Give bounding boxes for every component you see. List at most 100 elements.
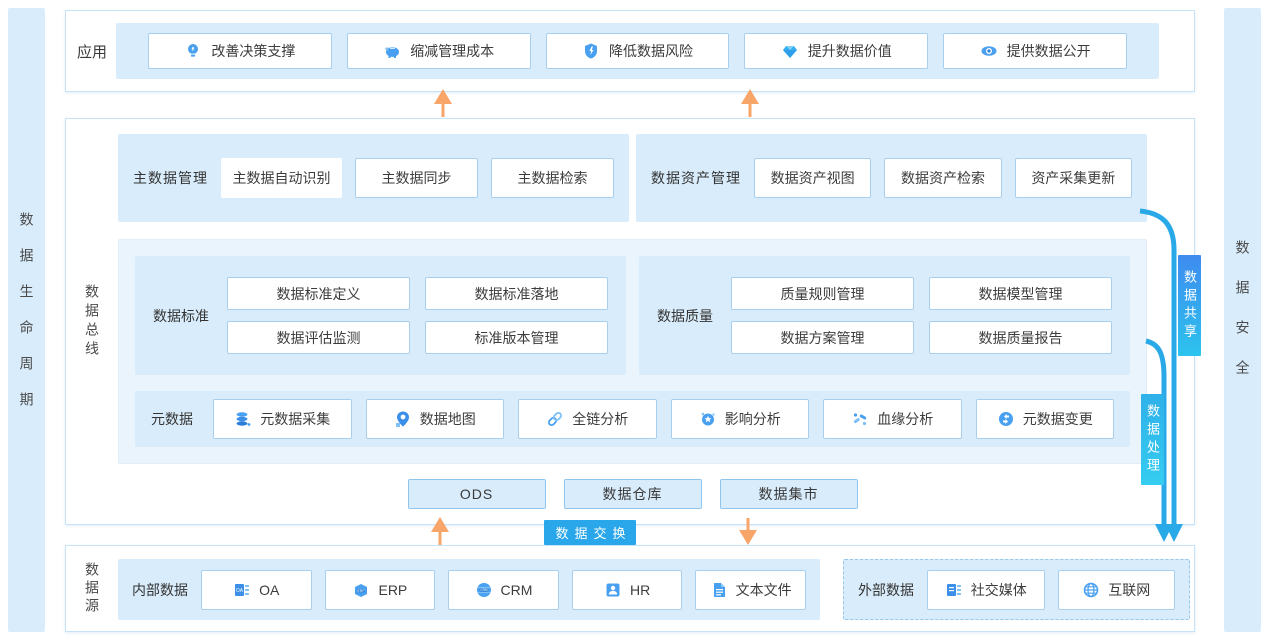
hr-node: HR: [571, 569, 683, 610]
data-quality-panel: 数据质量 质量规则管理 数据模型管理 数据方案管理 数据质量报告: [639, 256, 1130, 375]
standard-landing-node: 数据标准落地: [425, 277, 608, 310]
metadata-change-icon: [998, 412, 1013, 426]
lineage-icon: [854, 413, 867, 426]
impact-analysis-node: 影响分析: [670, 399, 809, 439]
master-search-node: 主数据检索: [491, 158, 614, 198]
text-file-node: 文本文件: [695, 569, 806, 610]
erp-icon: ERP: [355, 583, 368, 597]
metadata-change-node: 元数据变更: [975, 399, 1114, 439]
social-media-icon: [946, 583, 961, 596]
data-mart-node: 数据集市: [719, 479, 858, 509]
data-source-section: 数据源 内部数据 OA OA ERP ERP CRM CRM HR 文本文件: [65, 545, 1195, 632]
application-section: 应用 改善决策支撑 缩减管理成本 降低数据风险 提升数据价值 提供数据公开: [65, 10, 1195, 92]
reduce-cost-node: 缩减管理成本: [346, 33, 531, 69]
impact-icon: [701, 412, 715, 426]
data-lifecycle-bar: 数据生命周期: [8, 8, 45, 632]
eye-icon: [981, 46, 997, 56]
hr-label: HR: [629, 581, 651, 598]
raise-value-label: 提升数据价值: [807, 43, 892, 59]
crm-icon: CRM: [476, 582, 491, 597]
lineage-analysis-label: 血缘分析: [877, 411, 934, 427]
bus-row-2: 数据标准 数据标准定义 数据标准落地 数据评估监测 标准版本管理 数据质量 质量…: [118, 239, 1147, 464]
quality-rules-node: 质量规则管理: [731, 277, 914, 310]
master-auto-id-node: 主数据自动识别: [221, 158, 342, 198]
metadata-change-label: 元数据变更: [1022, 411, 1093, 427]
standard-version-node: 标准版本管理: [425, 321, 608, 354]
data-lifecycle-label: 数据生命周期: [18, 212, 35, 428]
master-data-panel: 主数据管理 主数据自动识别 主数据同步 主数据检索: [118, 134, 629, 222]
data-warehouse-node: 数据仓库: [563, 479, 702, 509]
oa-node: OA OA: [201, 569, 312, 610]
ods-node: ODS: [407, 479, 546, 509]
asset-view-node: 数据资产视图: [754, 158, 872, 198]
asset-search-node: 数据资产检索: [884, 158, 1002, 198]
data-share-badge: 数据共享: [1178, 255, 1201, 356]
open-data-label: 提供数据公开: [1006, 43, 1091, 59]
oa-icon: OA: [235, 583, 250, 596]
standards-grid: 数据标准定义 数据标准落地 数据评估监测 标准版本管理: [227, 277, 608, 354]
globe-icon: [1083, 582, 1099, 597]
data-bus-content: 主数据管理 主数据自动识别 主数据同步 主数据检索 数据资产管理 数据资产视图 …: [118, 134, 1147, 509]
up-arrow-left-icon: [434, 89, 452, 117]
erp-label: ERP: [378, 581, 408, 598]
svg-text:CRM: CRM: [480, 588, 488, 592]
hr-icon: [606, 583, 620, 596]
asset-collect-node: 资产采集更新: [1014, 158, 1132, 198]
internet-node: 互联网: [1057, 569, 1175, 610]
piggy-bank-icon: [385, 47, 400, 58]
map-pin-icon: [395, 411, 409, 427]
text-file-label: 文本文件: [735, 581, 792, 598]
metadata-collect-label: 元数据采集: [260, 411, 331, 427]
quality-grid: 质量规则管理 数据模型管理 数据方案管理 数据质量报告: [731, 277, 1112, 354]
impact-analysis-label: 影响分析: [724, 411, 781, 427]
metadata-collect-node: 元数据采集: [213, 399, 352, 439]
data-map-node: 数据地图: [365, 399, 504, 439]
internal-data-label: 内部数据: [132, 581, 188, 598]
improve-decision-node: 改善决策支撑: [148, 33, 332, 69]
diamond-icon: [782, 46, 797, 58]
data-standards-panel: 数据标准 数据标准定义 数据标准落地 数据评估监测 标准版本管理: [135, 256, 626, 375]
metadata-label: 元数据: [151, 411, 193, 427]
improve-decision-label: 改善决策支撑: [211, 43, 296, 59]
data-map-label: 数据地图: [419, 411, 476, 427]
svg-text:OA: OA: [236, 588, 244, 594]
data-share-arrowhead-icon: [1165, 524, 1183, 542]
storage-row: ODS 数据仓库 数据集市: [118, 479, 1147, 509]
data-source-label: 数据源: [84, 561, 100, 616]
crm-node: CRM CRM: [448, 569, 559, 610]
full-chain-label: 全链分析: [572, 411, 629, 427]
data-model-node: 数据模型管理: [929, 277, 1112, 310]
data-bus-label: 数据总线: [84, 283, 100, 360]
master-data-label: 主数据管理: [133, 170, 208, 186]
data-process-arrowhead-icon: [1155, 524, 1173, 542]
social-media-label: 社交媒体: [970, 581, 1027, 598]
crm-label: CRM: [500, 581, 533, 598]
svg-text:ERP: ERP: [358, 588, 366, 592]
data-standards-label: 数据标准: [153, 307, 209, 324]
data-quality-label: 数据质量: [657, 307, 713, 324]
text-file-icon: [713, 582, 725, 597]
lineage-analysis-node: 血缘分析: [823, 399, 962, 439]
asset-mgmt-label: 数据资产管理: [651, 170, 741, 186]
open-data-node: 提供数据公开: [943, 33, 1127, 69]
external-data-label: 外部数据: [858, 581, 914, 598]
application-label: 应用: [76, 43, 107, 61]
quality-report-node: 数据质量报告: [929, 321, 1112, 354]
shield-icon: [584, 43, 597, 59]
oa-label: OA: [259, 581, 280, 598]
reduce-risk-node: 降低数据风险: [545, 33, 730, 69]
standard-define-node: 数据标准定义: [227, 277, 410, 310]
data-security-label: 数据安全: [1234, 240, 1251, 400]
database-icon: [236, 412, 251, 426]
social-media-node: 社交媒体: [927, 569, 1045, 610]
standard-evaluate-node: 数据评估监测: [227, 321, 410, 354]
reduce-cost-label: 缩减管理成本: [410, 43, 495, 59]
standards-quality-row: 数据标准 数据标准定义 数据标准落地 数据评估监测 标准版本管理 数据质量 质量…: [135, 256, 1130, 375]
external-data-panel: 外部数据 社交媒体 互联网: [843, 559, 1190, 620]
link-icon: [548, 412, 563, 426]
data-plan-node: 数据方案管理: [731, 321, 914, 354]
data-security-bar: 数据安全: [1224, 8, 1261, 632]
application-items-panel: 改善决策支撑 缩减管理成本 降低数据风险 提升数据价值 提供数据公开: [116, 23, 1159, 79]
data-bus-section: 数据总线 主数据管理 主数据自动识别 主数据同步 主数据检索 数据资产管理 数据…: [65, 118, 1195, 525]
